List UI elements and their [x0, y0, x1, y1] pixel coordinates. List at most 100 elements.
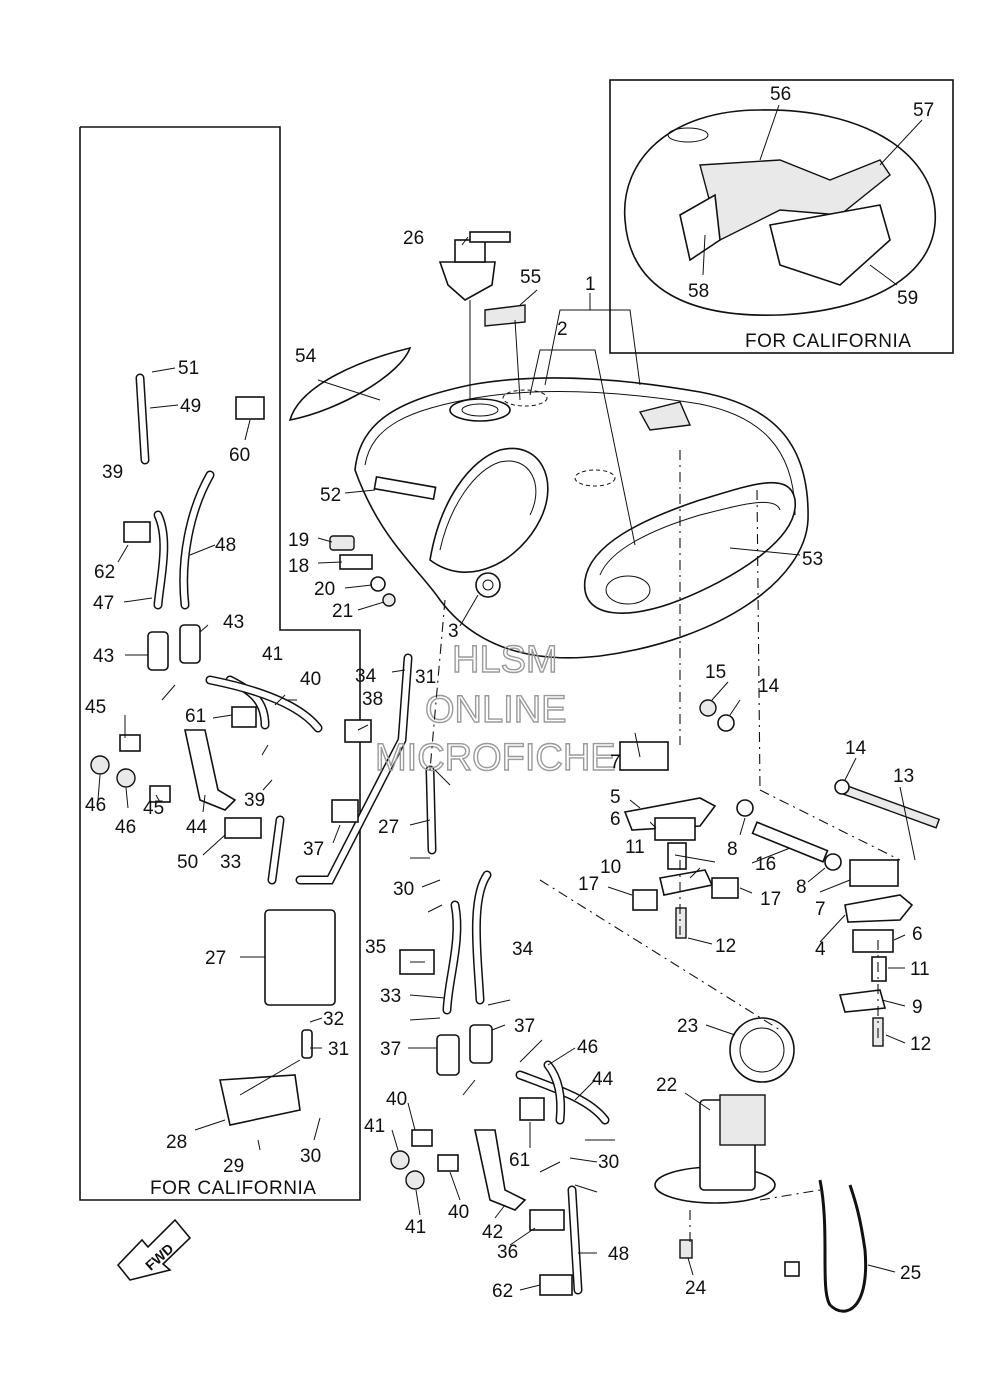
callout-8b: 8	[796, 877, 807, 898]
callout-12b: 12	[910, 1034, 931, 1055]
callout-41c: 41	[405, 1217, 426, 1238]
bracket-7a	[619, 741, 669, 771]
clip-17a	[632, 889, 658, 911]
nut-46b	[116, 768, 136, 788]
callout-7a: 7	[610, 752, 621, 773]
callout-11a: 11	[625, 837, 645, 858]
bracket-7b	[849, 859, 899, 887]
clip-40c	[437, 1154, 459, 1172]
callout-5: 5	[610, 787, 621, 808]
callout-38: 38	[362, 689, 383, 710]
valve-37c	[469, 1024, 493, 1064]
callout-62a: 62	[94, 562, 115, 583]
callout-37c: 37	[380, 1039, 401, 1060]
callout-46a: 46	[85, 795, 106, 816]
clip-17b	[711, 877, 739, 899]
callout-31a: 31	[328, 1039, 349, 1060]
rod-16	[751, 821, 829, 863]
callout-43b: 43	[93, 646, 114, 667]
callout-48b: 48	[608, 1244, 629, 1265]
callout-59: 59	[897, 288, 918, 309]
callout-4: 4	[815, 939, 826, 960]
callout-14b: 14	[758, 676, 780, 697]
callout-34b: 34	[512, 939, 534, 960]
valve-43a	[147, 631, 169, 671]
callout-30a: 30	[300, 1146, 321, 1167]
callout-33b: 33	[380, 986, 401, 1007]
valve-43b	[179, 624, 201, 664]
callout-29: 29	[223, 1156, 244, 1177]
bolt-12a	[675, 907, 687, 939]
washer-14b	[717, 714, 735, 732]
callout-3: 3	[448, 621, 459, 642]
california-left-box: FOR CALIFORNIA	[79, 126, 361, 1201]
callout-60: 60	[229, 445, 250, 466]
watermark-line-1: HLSM	[452, 639, 558, 681]
callout-15: 15	[705, 662, 726, 683]
bracket-18	[339, 554, 373, 570]
callout-1: 1	[585, 274, 596, 295]
fwd-arrow: FWD	[116, 1218, 192, 1281]
watermark: HLSM ONLINE MICROFICHE	[374, 638, 616, 779]
nut-15	[699, 699, 717, 717]
callout-21: 21	[332, 601, 353, 622]
callout-42: 42	[482, 1222, 503, 1243]
clip-35	[399, 949, 435, 975]
grommet-19	[329, 535, 355, 551]
callout-13: 13	[893, 766, 914, 787]
callout-11b: 11	[910, 959, 930, 980]
callout-23: 23	[677, 1016, 698, 1037]
callout-14a: 14	[845, 738, 867, 759]
callout-41b: 41	[364, 1116, 385, 1137]
callout-61b: 61	[509, 1150, 530, 1171]
bracket-4	[844, 894, 914, 923]
bracket-44a	[184, 729, 237, 811]
clip-40b	[411, 1129, 433, 1147]
callout-9: 9	[912, 997, 923, 1018]
clip-61a	[231, 706, 257, 728]
callout-28: 28	[166, 1132, 187, 1153]
callout-33a: 33	[220, 852, 241, 873]
callout-45b: 45	[143, 798, 164, 819]
callout-17a: 17	[578, 874, 599, 895]
california-tank	[623, 109, 936, 316]
callout-10: 10	[600, 857, 621, 878]
callout-31b: 31	[415, 667, 436, 688]
watermark-line-2: ONLINE	[425, 689, 566, 731]
rod-52	[373, 475, 437, 501]
callout-7b: 7	[815, 899, 826, 920]
bolt-13	[836, 782, 941, 829]
label-55	[484, 304, 526, 327]
callout-56: 56	[770, 84, 791, 105]
clip-61b	[519, 1097, 545, 1121]
clip-50	[224, 817, 262, 839]
callout-49: 49	[180, 396, 201, 417]
callout-25: 25	[900, 1263, 921, 1284]
callout-45a: 45	[85, 697, 106, 718]
fuel-tank	[354, 377, 809, 659]
callout-43a: 43	[223, 612, 244, 633]
callout-37b: 37	[514, 1016, 535, 1037]
callout-6a: 6	[610, 809, 621, 830]
bolt-24	[679, 1239, 693, 1259]
callout-17b: 17	[760, 889, 781, 910]
callout-47: 47	[93, 593, 114, 614]
callout-44a: 44	[186, 817, 208, 838]
callout-35: 35	[365, 937, 386, 958]
callout-8a: 8	[727, 839, 738, 860]
collar-11a	[667, 842, 687, 870]
bracket-28	[219, 1074, 301, 1126]
callout-50: 50	[177, 852, 198, 873]
callout-30c: 30	[598, 1152, 619, 1173]
callout-36: 36	[497, 1242, 518, 1263]
callout-51: 51	[178, 358, 199, 379]
leader-lines	[97, 104, 923, 1291]
clip-62b	[539, 1274, 573, 1296]
fuel-cap	[438, 231, 511, 301]
callout-44b: 44	[592, 1069, 614, 1090]
callout-39b: 39	[244, 790, 265, 811]
nut-41a	[390, 1150, 410, 1170]
plate-9	[838, 989, 887, 1013]
clip-36	[529, 1209, 565, 1231]
california-top-box: FOR CALIFORNIA	[609, 79, 954, 354]
